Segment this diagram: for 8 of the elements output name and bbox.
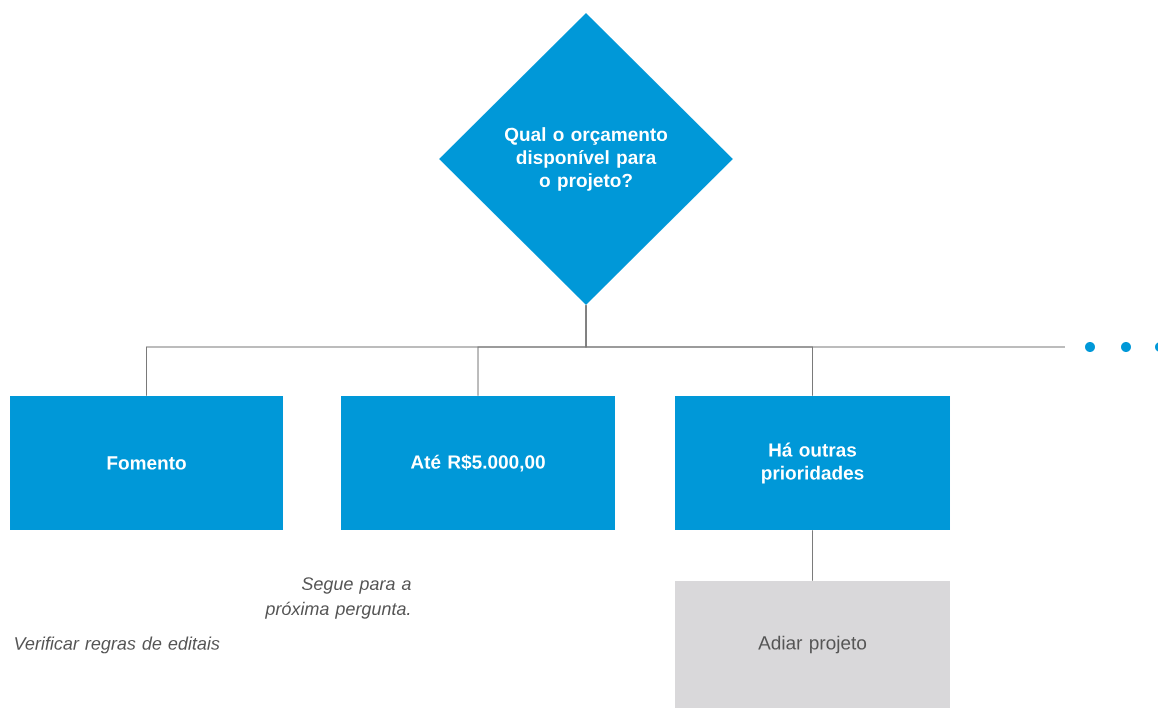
connector-line	[812, 529, 813, 582]
process-box: Até R$5.000,00	[341, 396, 615, 530]
note-text: Verificar regras de editais	[15, 636, 220, 654]
note-text: Segue para a próxima pergunta.	[264, 577, 411, 619]
connector-line	[585, 304, 1066, 348]
process-box: Há outras prioridades	[675, 396, 950, 530]
process-box: Adiar projeto	[675, 581, 950, 708]
process-box: Fomento	[10, 396, 283, 530]
